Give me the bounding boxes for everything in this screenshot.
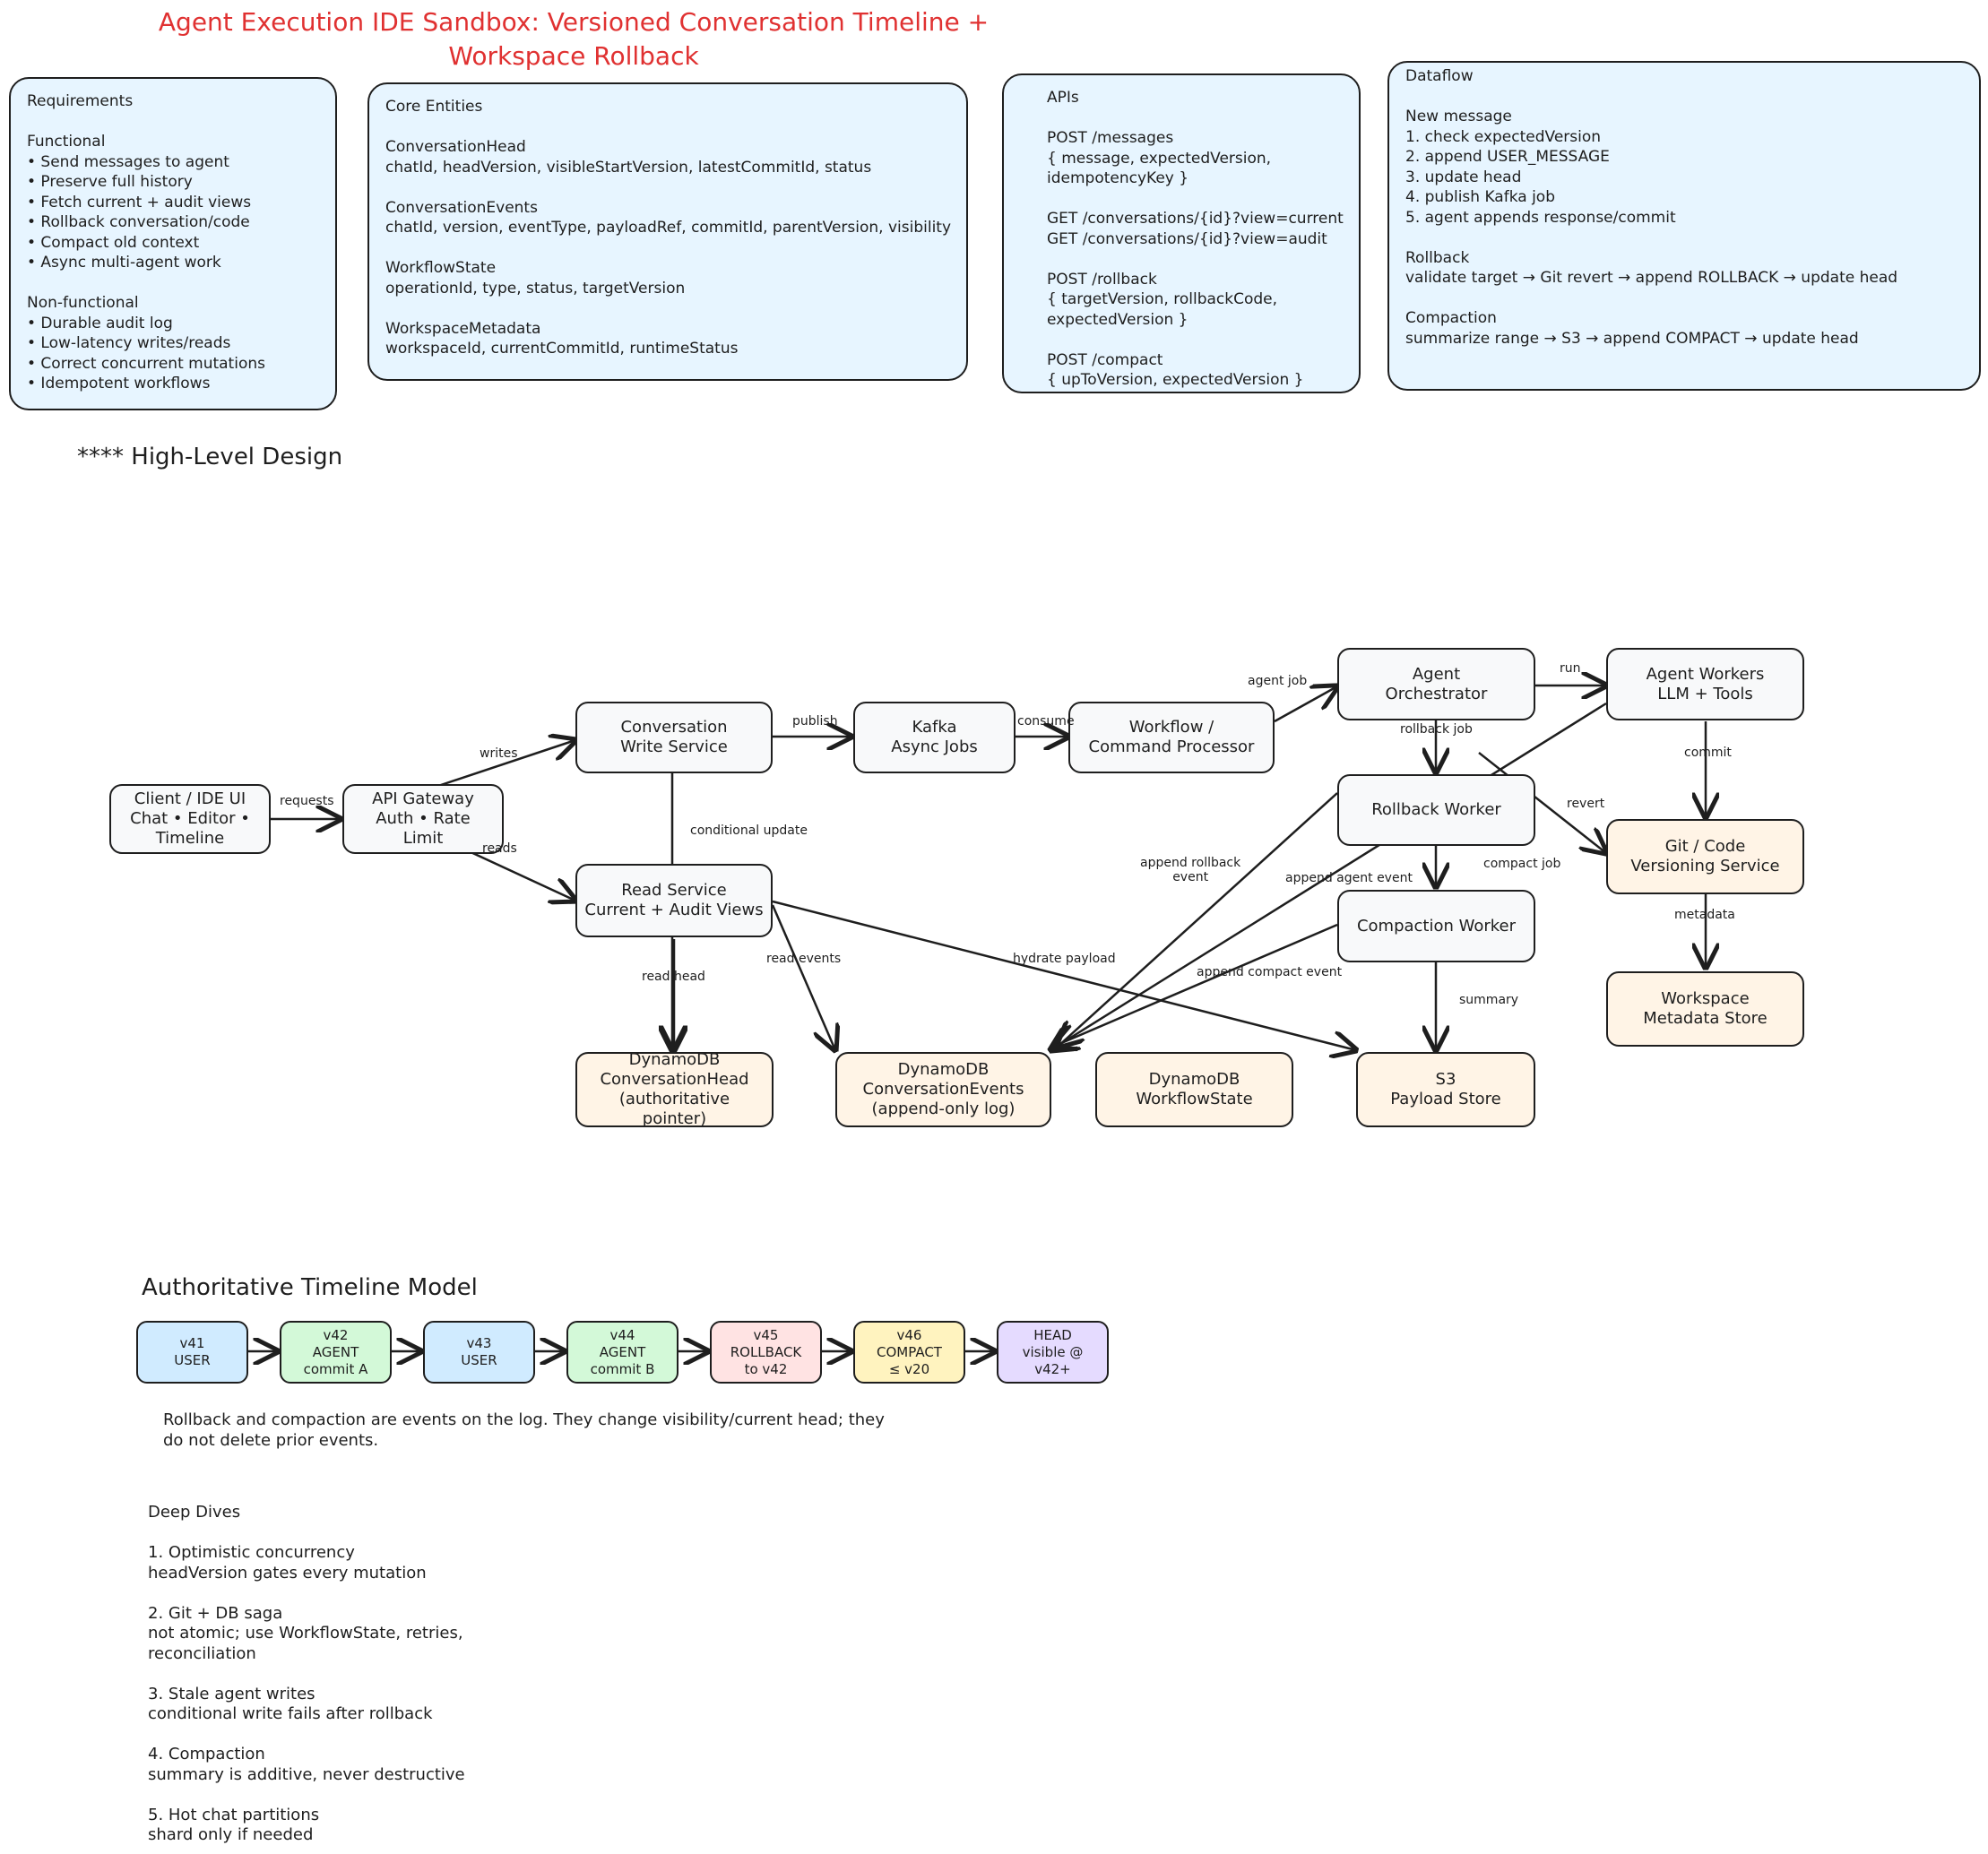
label-writes: writes — [480, 746, 518, 761]
timeline-item: v45 ROLLBACK to v42 — [710, 1321, 822, 1384]
label-read-events: read events — [766, 952, 842, 966]
edge-agent-job — [1274, 686, 1337, 723]
label-reads: reads — [482, 841, 517, 856]
apis-panel: APIs POST /messages { message, expectedV… — [1002, 73, 1361, 393]
timeline-heading: Authoritative Timeline Model — [142, 1274, 478, 1301]
label-read-head: read head — [642, 970, 705, 984]
compaction-worker-node: Compaction Worker — [1337, 890, 1535, 962]
write-service-node: Conversation Write Service — [575, 702, 773, 773]
agent-workers-node: Agent Workers LLM + Tools — [1606, 648, 1804, 720]
timeline-item: v46 COMPACT ≤ v20 — [853, 1321, 965, 1384]
label-run: run — [1560, 661, 1581, 676]
label-summary: summary — [1459, 993, 1519, 1007]
label-append-agent: append agent event — [1285, 871, 1413, 885]
edge-read-events — [771, 904, 835, 1050]
read-service-node: Read Service Current + Audit Views — [575, 864, 773, 937]
timeline-item: v43 USER — [423, 1321, 535, 1384]
s3-payload-node: S3 Payload Store — [1356, 1052, 1535, 1127]
label-rollback-job: rollback job — [1400, 722, 1473, 737]
label-requests: requests — [280, 794, 334, 808]
label-commit: commit — [1684, 746, 1732, 760]
timeline-item: v41 USER — [136, 1321, 248, 1384]
api-gateway-node: API Gateway Auth • Rate Limit — [342, 784, 504, 854]
conversation-head-db-node: DynamoDB ConversationHead (authoritative… — [575, 1050, 774, 1128]
timeline-item: HEAD visible @ v42+ — [997, 1321, 1109, 1384]
agent-orchestrator-node: Agent Orchestrator — [1337, 648, 1535, 720]
label-consume: consume — [1017, 714, 1075, 729]
edge-append-rollback — [1058, 792, 1338, 1047]
label-append-compact: append compact event — [1197, 965, 1343, 979]
dataflow-panel: Dataflow New message 1. check expectedVe… — [1387, 61, 1981, 391]
requirements-panel: Requirements Functional • Send messages … — [9, 77, 337, 410]
label-publish: publish — [792, 714, 838, 729]
deep-dives: Deep Dives 1. Optimistic concurrency hea… — [148, 1503, 465, 1844]
timeline-item: v42 AGENT commit A — [280, 1321, 392, 1384]
edge-append-compact — [1053, 923, 1338, 1047]
edge-writes — [429, 740, 575, 790]
workflow-state-db-node: DynamoDB WorkflowState — [1095, 1052, 1293, 1127]
git-versioning-node: Git / Code Versioning Service — [1606, 819, 1804, 894]
client-ide-node: Client / IDE UI Chat • Editor • Timeline — [109, 784, 271, 854]
workspace-metadata-node: Workspace Metadata Store — [1606, 971, 1804, 1047]
conversation-events-db-node: DynamoDB ConversationEvents (append-only… — [835, 1052, 1051, 1127]
page-title: Agent Execution IDE Sandbox: Versioned C… — [158, 7, 990, 71]
label-hydrate-payload: hydrate payload — [1013, 952, 1116, 966]
workflow-processor-node: Workflow / Command Processor — [1068, 702, 1275, 773]
core-entities-panel: Core Entities ConversationHead chatId, h… — [367, 82, 968, 381]
label-conditional-update: conditional update — [690, 824, 808, 838]
label-append-rollback: append rollback event — [1140, 856, 1241, 884]
timeline-note: Rollback and compaction are events on th… — [163, 1410, 885, 1450]
edge-hydrate — [772, 900, 1356, 1050]
label-metadata: metadata — [1674, 908, 1735, 922]
kafka-node: Kafka Async Jobs — [853, 702, 1016, 773]
label-compact-job: compact job — [1483, 857, 1561, 871]
label-agent-job: agent job — [1248, 674, 1308, 688]
timeline-item: v44 AGENT commit B — [566, 1321, 679, 1384]
hld-heading: **** High-Level Design — [77, 444, 343, 470]
edge-append-agent — [1050, 702, 1607, 1050]
label-revert: revert — [1567, 797, 1605, 811]
rollback-worker-node: Rollback Worker — [1337, 774, 1535, 846]
